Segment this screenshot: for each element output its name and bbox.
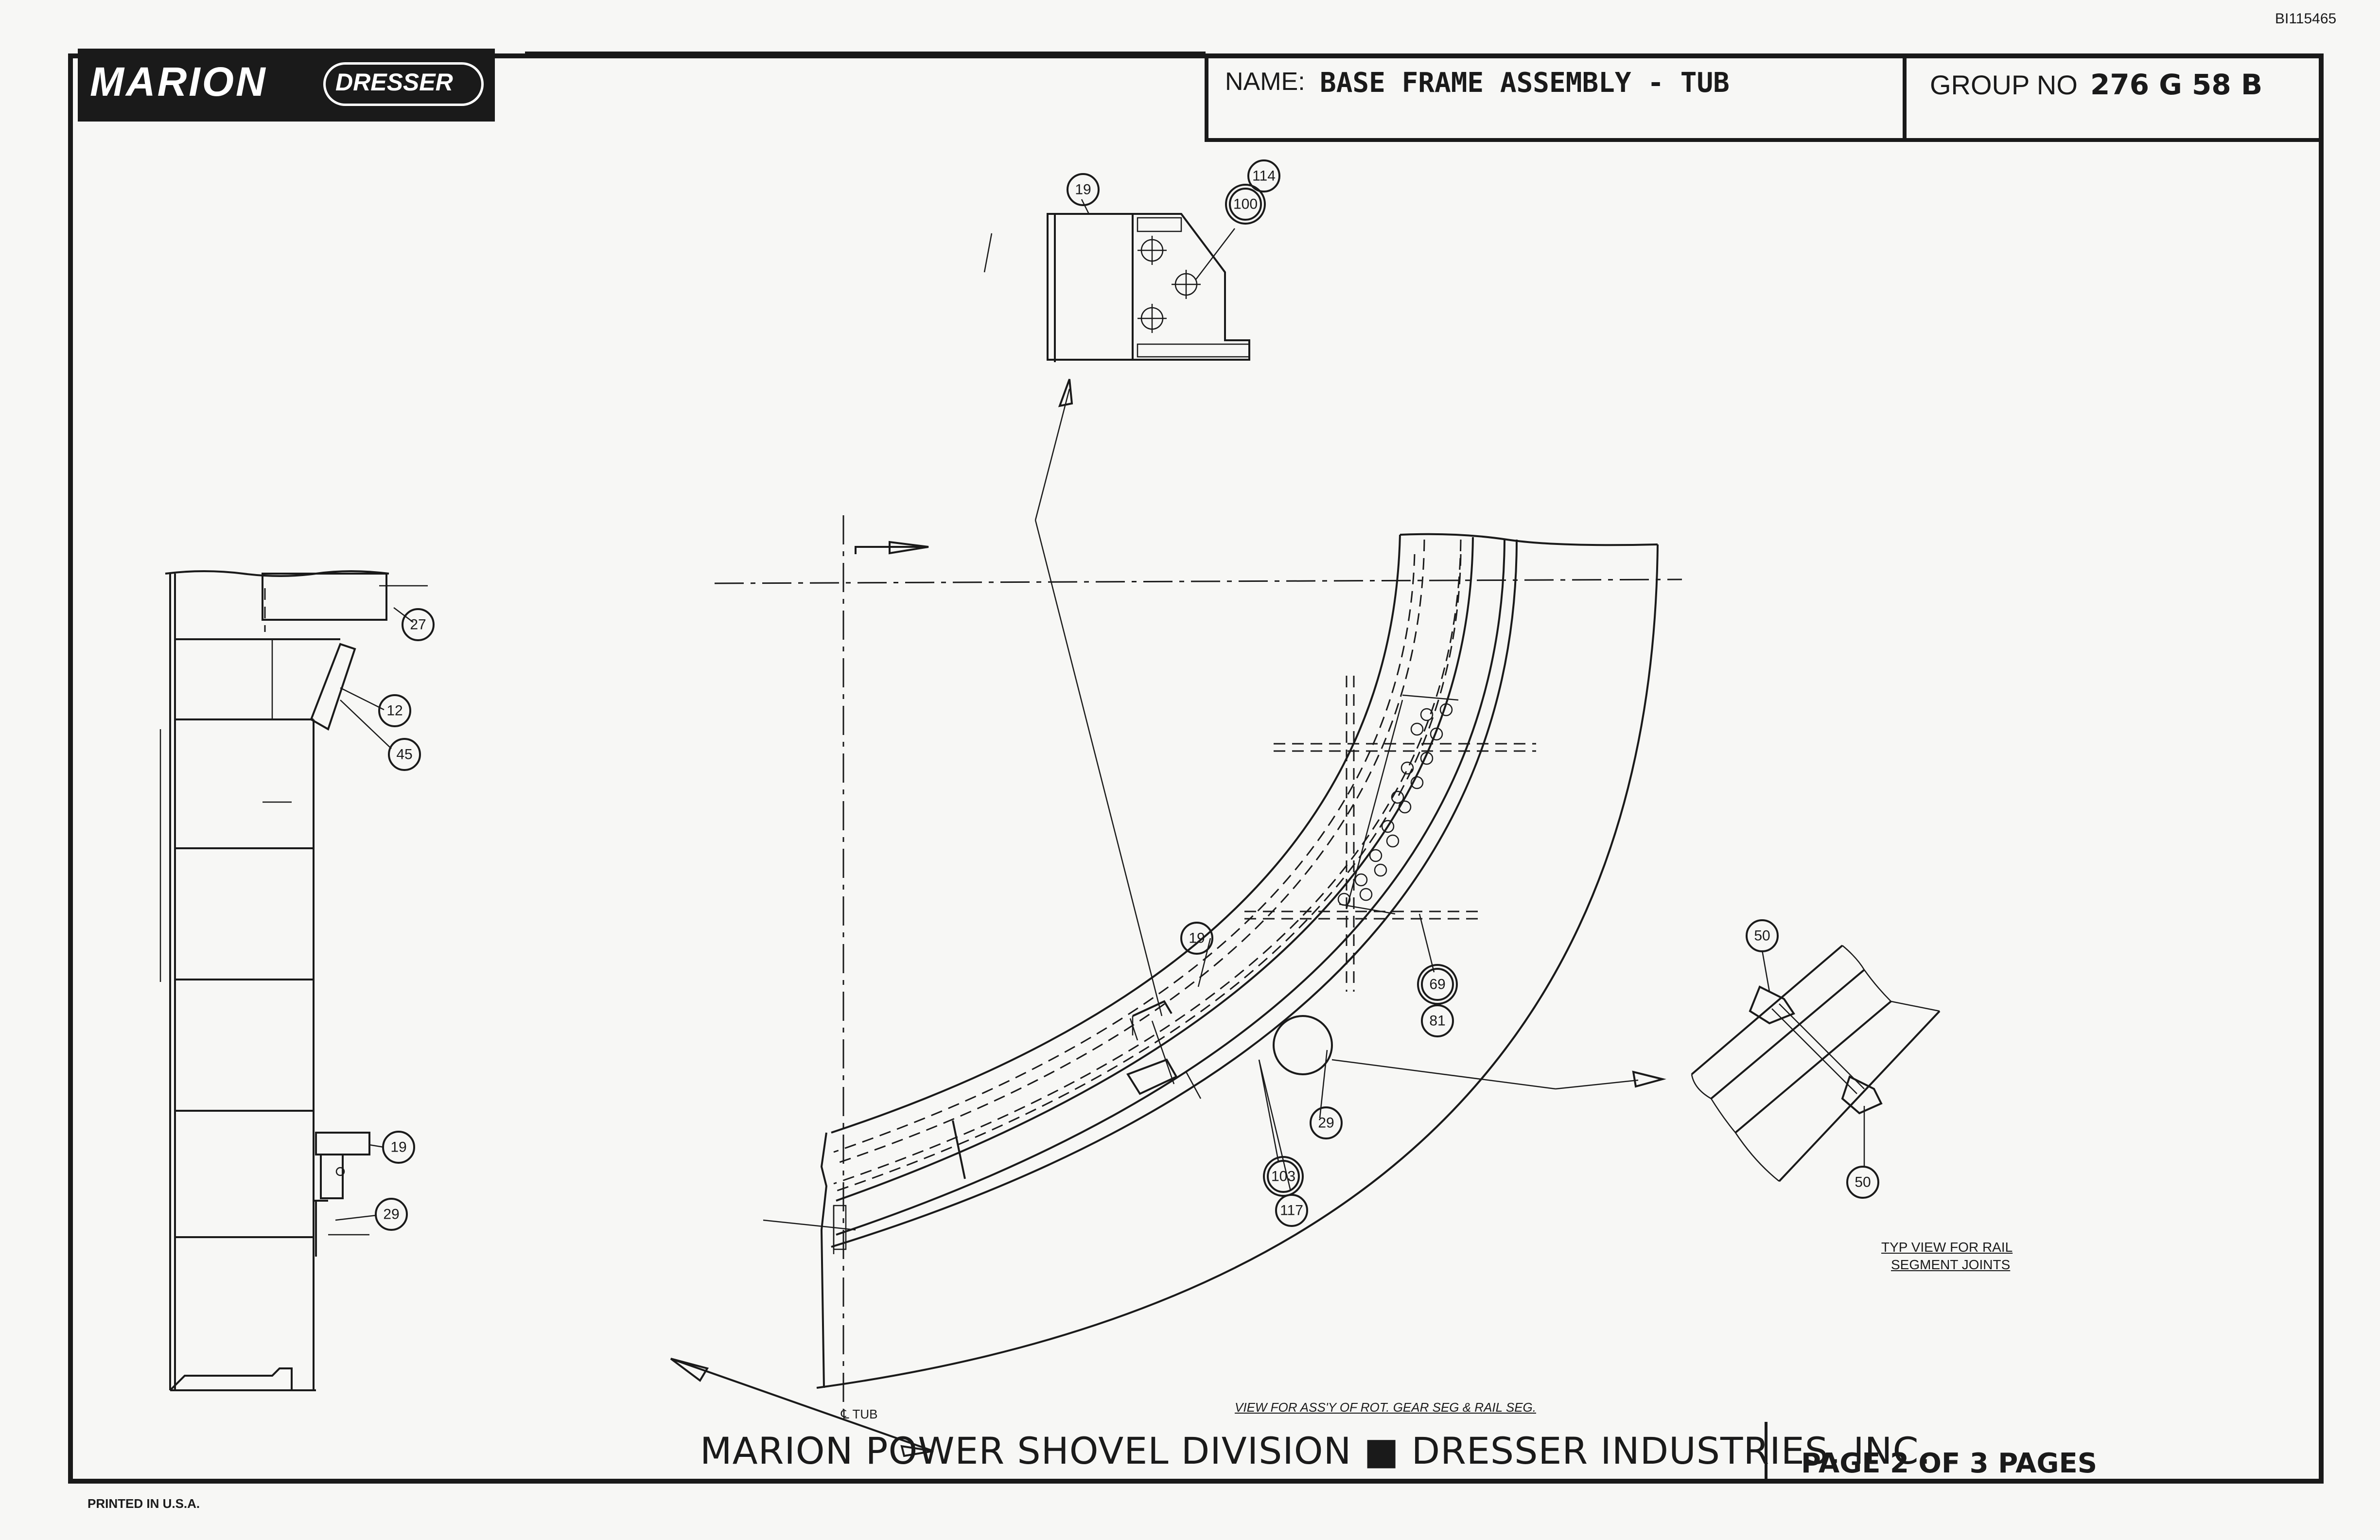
- title-block: [1205, 54, 2324, 142]
- logo-dresser-text: DRESSER: [335, 69, 453, 96]
- svg-text:19: 19: [1189, 930, 1205, 946]
- tub-centerline-label: ℄ TUB: [841, 1407, 878, 1421]
- callout-50-top: 50: [1746, 919, 1779, 952]
- svg-text:69: 69: [1429, 977, 1445, 993]
- callout-29-side: 29: [375, 1198, 408, 1231]
- side-elevation-view: [159, 570, 428, 1391]
- document-id: BI115465: [2275, 11, 2337, 27]
- callout-45: 45: [388, 738, 421, 771]
- footer-company: MARION POWER SHOVEL DIVISION ■ DRESSER I…: [700, 1429, 1931, 1472]
- callout-19-detail: 19: [1067, 173, 1100, 206]
- bracket-detail-view: [983, 199, 1250, 362]
- footer-divider: [1765, 1422, 1768, 1483]
- drawing-frame: [68, 53, 2324, 1484]
- callout-81: 81: [1421, 1004, 1454, 1037]
- logo-marion-text: MARION: [90, 59, 267, 105]
- svg-text:29: 29: [1318, 1115, 1334, 1131]
- typ-view-label-line2: SEGMENT JOINTS: [1891, 1257, 2011, 1272]
- svg-text:50: 50: [1855, 1174, 1871, 1190]
- rail-joint-detail-view: [1691, 945, 1941, 1182]
- callout-29-plan: 29: [1310, 1106, 1343, 1139]
- svg-text:114: 114: [1252, 168, 1276, 184]
- callout-100: 100: [1225, 184, 1266, 225]
- logo-dresser-outline: [323, 62, 484, 106]
- svg-text:100: 100: [1233, 196, 1258, 212]
- callout-19-plan: 19: [1180, 922, 1213, 955]
- svg-text:50: 50: [1754, 928, 1770, 944]
- group-label: GROUP NO: [1930, 70, 2078, 100]
- title-block-divider: [1903, 54, 1907, 142]
- svg-text:81: 81: [1429, 1013, 1445, 1029]
- assembly-name: BASE FRAME ASSEMBLY - TUB: [1320, 67, 1730, 99]
- marion-logo: [78, 49, 495, 122]
- page-indicator: PAGE 2 OF 3 PAGES: [1801, 1448, 2098, 1479]
- svg-text:19: 19: [1075, 182, 1091, 198]
- callout-117: 117: [1275, 1194, 1308, 1227]
- svg-text:27: 27: [410, 617, 426, 633]
- callout-103: 103: [1263, 1156, 1304, 1197]
- callout-27: 27: [402, 608, 435, 641]
- plan-view-arc: [670, 379, 1682, 1457]
- callout-50-bottom: 50: [1846, 1166, 1879, 1199]
- typ-view-label-line1: TYP VIEW FOR RAIL: [1881, 1240, 2013, 1255]
- printed-in-usa: PRINTED IN U.S.A.: [88, 1496, 200, 1511]
- bolt-row: [1337, 703, 1453, 906]
- view-note: VIEW FOR ASS'Y OF ROT. GEAR SEG & RAIL S…: [1235, 1400, 1536, 1415]
- svg-text:117: 117: [1280, 1203, 1303, 1219]
- svg-text:45: 45: [396, 747, 412, 763]
- name-label: NAME:: [1225, 68, 1305, 96]
- group-number: 276 G 58 B: [2090, 68, 2263, 101]
- svg-text:29: 29: [383, 1207, 399, 1223]
- svg-text:12: 12: [386, 703, 402, 719]
- svg-text:103: 103: [1271, 1169, 1295, 1185]
- callout-69: 69: [1417, 964, 1458, 1005]
- callout-19-side: 19: [382, 1131, 415, 1164]
- callout-12: 12: [378, 694, 411, 727]
- svg-text:19: 19: [390, 1139, 406, 1155]
- callout-114: 114: [1247, 159, 1280, 192]
